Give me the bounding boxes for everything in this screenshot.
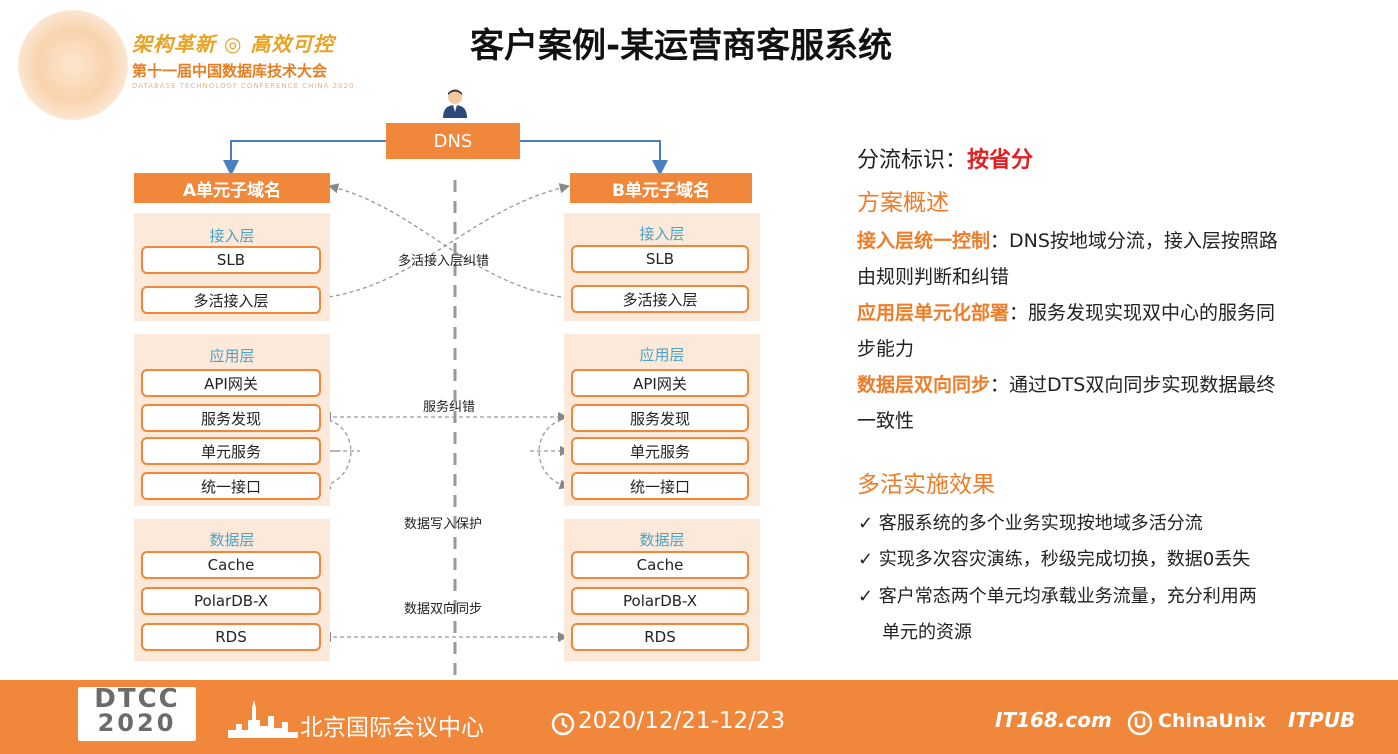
overview-point-2-cont: 步能力 (857, 338, 915, 360)
chinaunix-logo: ChinaUnix (1158, 710, 1267, 732)
b-unified-interface-box: 统一接口 (571, 472, 749, 500)
b-unit-service-box: 单元服务 (571, 437, 749, 465)
a-multi-access-box: 多活接入层 (141, 286, 321, 314)
overview-point-3-cont: 一致性 (857, 410, 915, 432)
b-cache-box: Cache (571, 551, 749, 579)
footer-bar (0, 680, 1398, 754)
dns-to-b-arrow (520, 140, 668, 176)
a-data-layer-title: 数据层 (209, 531, 255, 549)
service-correction-label: 服务纠错 (423, 400, 476, 415)
a-api-gateway-box: API网关 (141, 369, 321, 397)
it168-logo: IT168.com (995, 708, 1112, 732)
a-unified-interface-box: 统一接口 (141, 472, 321, 500)
dns-box: DNS (386, 123, 520, 159)
effect-heading: 多活实施效果 (857, 472, 995, 498)
a-unit-domain-head: A单元子域名 (134, 173, 330, 203)
a-unit-service-box: 单元服务 (141, 437, 321, 465)
b-app-layer-title: 应用层 (639, 346, 685, 364)
effect-item-2: ✓ 实现多次容灾演练，秒级完成切换，数据0丢失 (858, 549, 1251, 570)
b-multi-access-box: 多活接入层 (571, 285, 749, 313)
b-data-layer-title: 数据层 (639, 531, 685, 549)
write-protection-label: 数据写入保护 (404, 517, 483, 532)
a-slb-box: SLB (141, 246, 321, 274)
overview-point-3: 数据层双向同步：通过DTS双向同步实现数据最终 (857, 374, 1276, 396)
b-slb-box: SLB (571, 245, 749, 273)
a-app-layer-title: 应用层 (209, 347, 255, 365)
venue-text: 北京国际会议中心 (300, 715, 484, 741)
itpub-logo: ITPUB (1288, 708, 1356, 732)
user-icon (443, 89, 467, 118)
b-api-gateway-box: API网关 (571, 369, 749, 397)
dns-to-a-arrow (223, 140, 386, 176)
skyline-icon (228, 700, 298, 738)
split-identifier: 分流标识：按省分 (857, 148, 1034, 173)
effect-item-1: ✓ 客服系统的多个业务实现按地域多活分流 (858, 513, 1203, 534)
b-unit-domain-head: B单元子域名 (570, 173, 752, 203)
a-access-layer-title: 接入层 (209, 227, 255, 245)
overview-point-1: 接入层统一控制：DNS按地域分流，接入层按照路 (857, 230, 1278, 252)
a-polardb-box: PolarDB-X (141, 587, 321, 615)
overview-heading: 方案概述 (857, 190, 949, 216)
clock-icon (551, 712, 575, 736)
page-title: 客户案例-某运营商客服系统 (470, 26, 893, 66)
b-rds-box: RDS (571, 623, 749, 651)
overview-point-1-cont: 由规则判断和纠错 (857, 266, 1010, 288)
b-polardb-box: PolarDB-X (571, 587, 749, 615)
diagram-connectors (223, 140, 668, 678)
date-text: 2020/12/21-12/23 (578, 708, 786, 734)
conference-name-en: DATABASE TECHNOLOGY CONFERENCE CHINA 202… (132, 82, 355, 90)
a-rds-box: RDS (141, 623, 321, 651)
dtcc-logo: DTCC 2020 (78, 686, 196, 741)
effect-item-3-cont: 单元的资源 (882, 622, 972, 643)
conference-name: 第十一届中国数据库技术大会 (132, 62, 328, 80)
a-cache-box: Cache (141, 551, 321, 579)
access-correction-label: 多活接入层纠错 (398, 254, 490, 269)
bidirectional-sync-label: 数据双向同步 (404, 602, 483, 617)
b-service-discovery-box: 服务发现 (571, 404, 749, 432)
chinaunix-icon (1127, 710, 1153, 736)
effect-item-3: ✓ 客户常态两个单元均承载业务流量，充分利用两 (858, 586, 1257, 607)
a-service-discovery-box: 服务发现 (141, 404, 321, 432)
overview-point-2: 应用层单元化部署：服务发现实现双中心的服务同 (857, 302, 1276, 324)
split-value: 按省分 (967, 148, 1034, 173)
conference-logo-emblem (18, 10, 128, 120)
b-access-layer-title: 接入层 (639, 225, 685, 243)
conference-slogan: 架构革新 ◎ 高效可控 (132, 32, 335, 56)
